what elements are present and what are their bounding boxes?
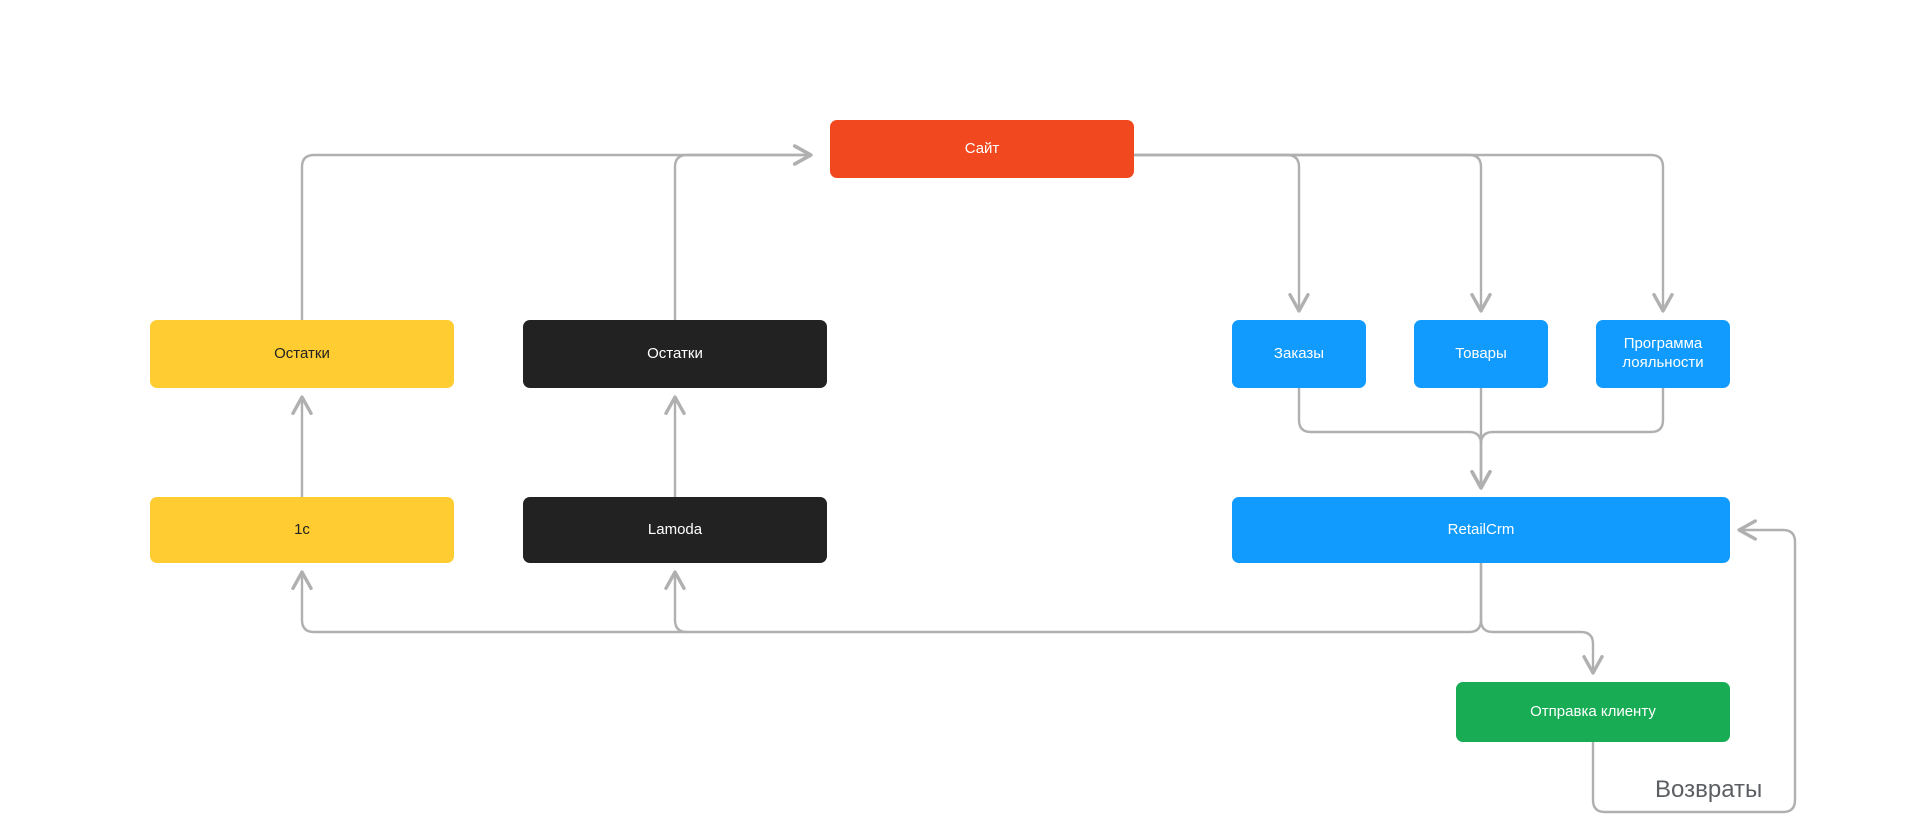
node-1c[interactable]: 1c (150, 497, 454, 563)
node-retailcrm-label: RetailCrm (1447, 520, 1515, 538)
node-zakazy[interactable]: Заказы (1232, 320, 1366, 388)
edge-loyalty-to-retailcrm (1470, 386, 1665, 490)
edge-retailcrm-to-1c (291, 561, 1483, 634)
edge-zakazy-to-retailcrm (1297, 386, 1492, 490)
node-site[interactable]: Сайт (830, 120, 1134, 178)
edge-retailcrm-to-shipment (1479, 561, 1604, 675)
node-lamoda-label: Lamoda (647, 520, 703, 538)
node-ostatki-lamoda-label: Остатки (647, 344, 703, 362)
node-tovary[interactable]: Товары (1414, 320, 1548, 388)
node-ostatki-1c[interactable]: Остатки (150, 320, 454, 388)
node-loyalty-label: Программа лояльности (1622, 335, 1704, 371)
edge-site-to-loyalty (1132, 153, 1674, 313)
node-retailcrm[interactable]: RetailCrm (1232, 497, 1730, 563)
node-zakazy-label: Заказы (1273, 344, 1325, 362)
edge-retailcrm-to-lamoda (664, 570, 689, 634)
node-ostatki-lamoda[interactable]: Остатки (523, 320, 827, 388)
edge-ostatkilamoda-to-site (673, 144, 813, 322)
edge-ostatki1c-to-site (300, 144, 813, 322)
node-ostatki-1c-label: Остатки (274, 344, 330, 362)
node-lamoda[interactable]: Lamoda (523, 497, 827, 563)
node-shipment-label: Отправка клиенту (1530, 702, 1656, 720)
edge-label-returns: Возвраты (1655, 776, 1763, 803)
edge-site-to-tovary (1132, 153, 1492, 313)
node-loyalty[interactable]: Программа лояльности (1596, 320, 1730, 388)
edge-site-to-zakazy (1132, 153, 1310, 313)
node-1c-label: 1c (294, 520, 310, 538)
edge-shipment-returns-to-retailcrm (1591, 519, 1797, 814)
node-site-label: Сайт (964, 139, 1000, 157)
node-tovary-label: Товары (1455, 344, 1507, 362)
node-shipment[interactable]: Отправка клиенту (1456, 682, 1730, 742)
